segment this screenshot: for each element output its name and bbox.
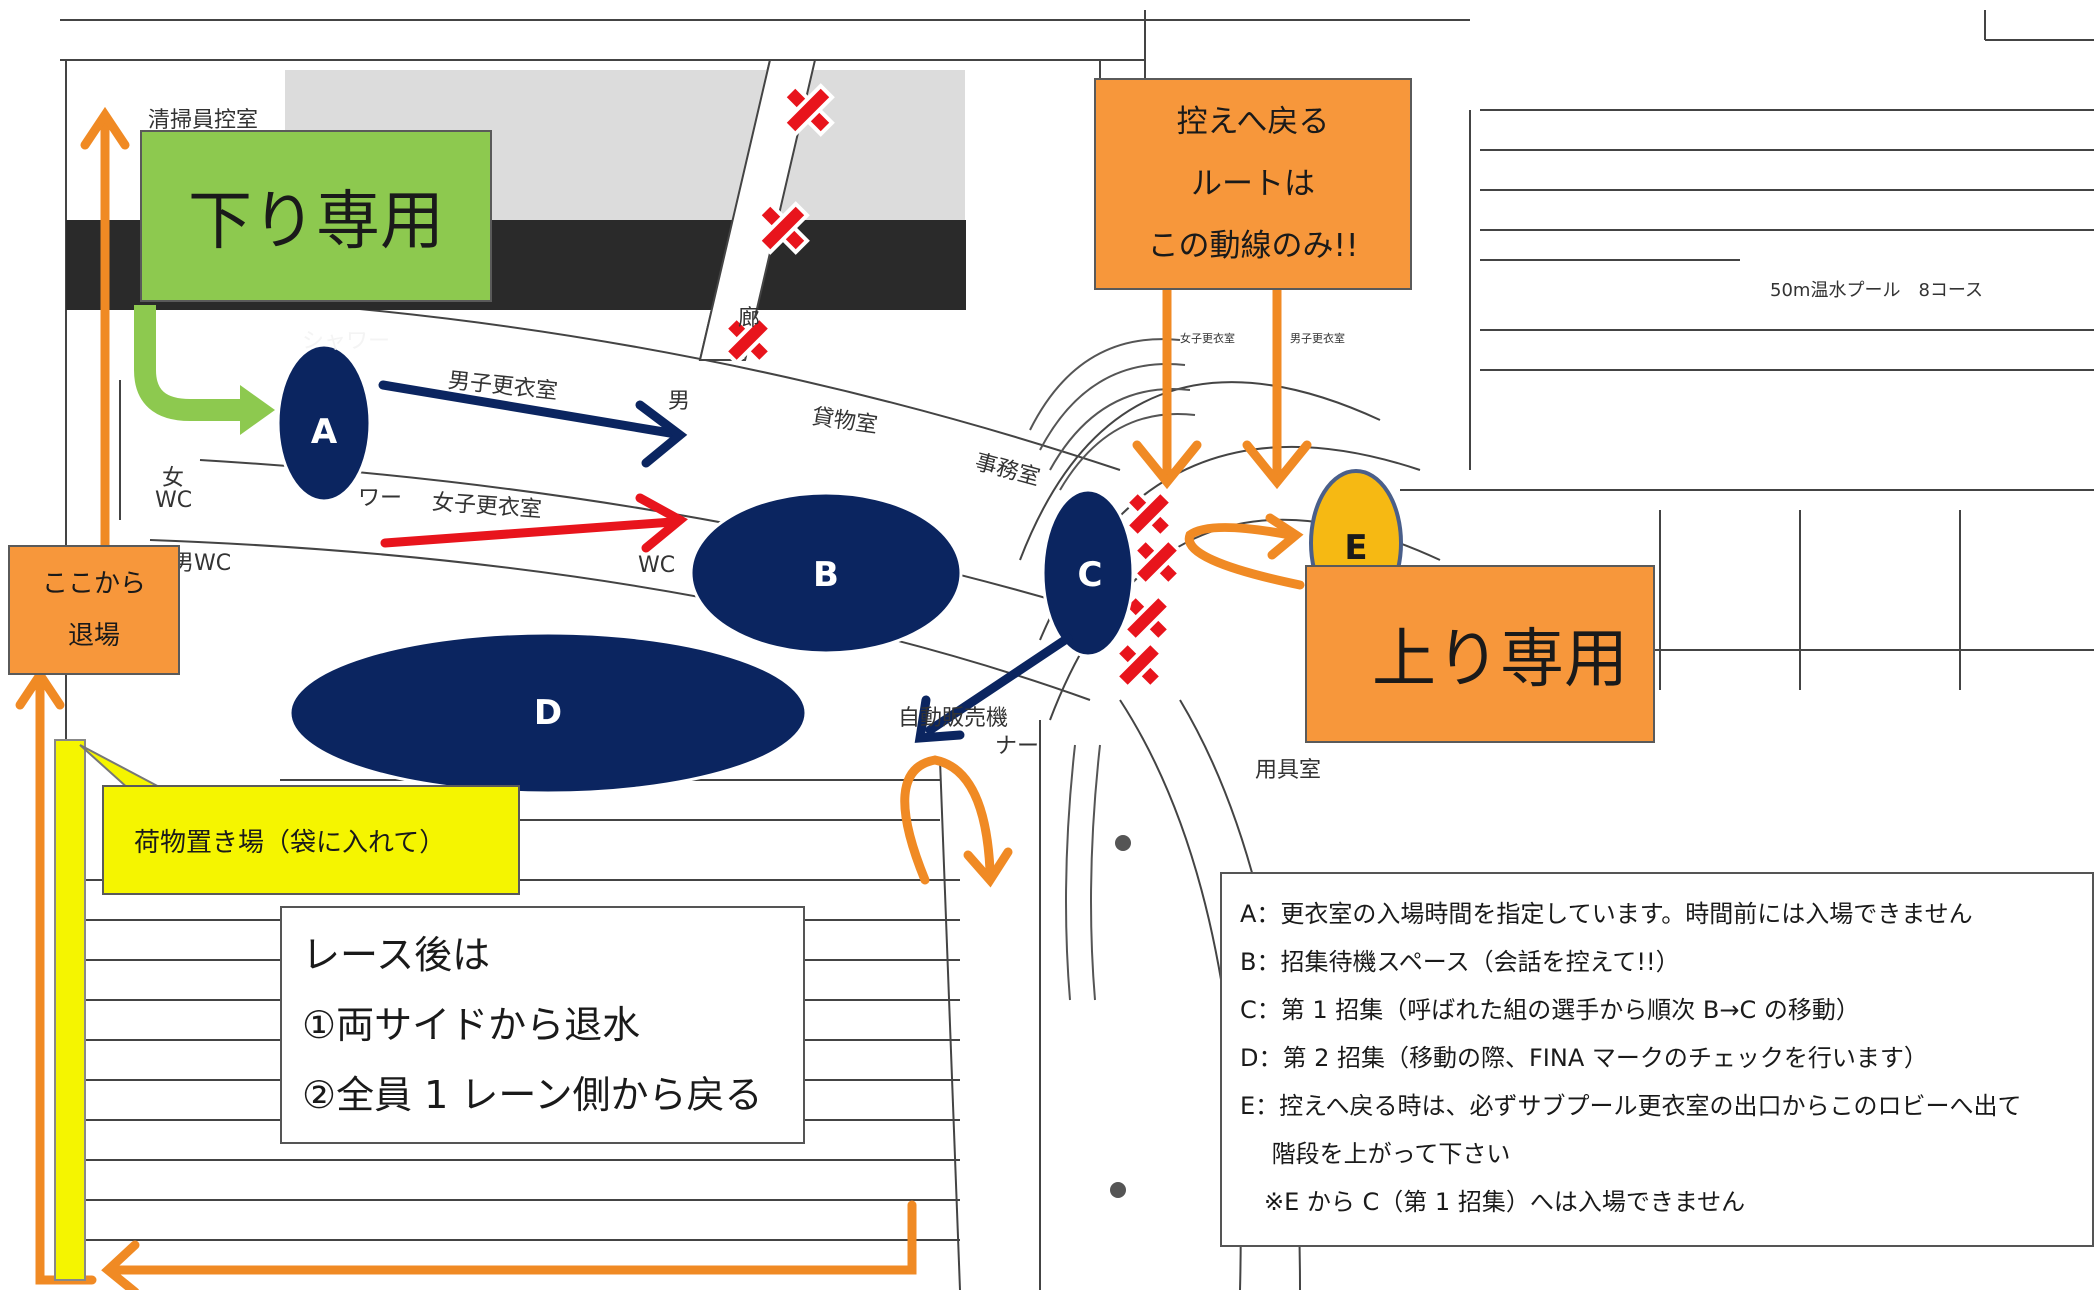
zone-d <box>288 631 808 795</box>
exit-here-box: ここから 退場 <box>8 545 180 675</box>
corridor <box>698 59 817 361</box>
label-mens-wc-left: 男WC <box>172 551 232 576</box>
return-route-line-3: この動線のみ!! <box>1147 228 1359 264</box>
after-race-line-3: ②全員 1 レーン側から戻る <box>302 1073 763 1117</box>
no-entry-marks <box>722 83 1183 691</box>
label-womens-wc-a: 女 <box>162 466 185 491</box>
zone-a-label: A <box>310 412 338 452</box>
exit-here-line-1: ここから <box>41 569 146 599</box>
zone-a <box>276 343 372 503</box>
red-arrow <box>380 493 688 553</box>
legend-box: A：更衣室の入場時間を指定しています。時間前には入場できません B：招集待機スペ… <box>1220 872 2094 1247</box>
luggage-pointer <box>79 744 166 791</box>
label-wc-small: WC <box>638 553 676 578</box>
zone-d-label: D <box>533 693 563 733</box>
legend-e: E：控えへ戻る時は、必ずサブプール更衣室の出口からこのロビーへ出て <box>1240 1092 2022 1120</box>
return-route-line-2: ルートは <box>1191 166 1315 202</box>
down-only-label: 下り専用 <box>188 185 444 259</box>
zone-e-label: E <box>1344 528 1368 568</box>
zone-c-label: C <box>1077 555 1103 595</box>
label-womens-wc-b: WC <box>155 488 193 513</box>
exit-here-line-2: 退場 <box>67 621 120 651</box>
after-race-line-1: レース後は <box>302 933 491 977</box>
legend-d: D：第 2 招集（移動の際、FINA マークのチェックを行います） <box>1240 1044 1928 1072</box>
label-small-a: 女子更衣室 <box>1180 332 1235 345</box>
return-route-box: 控えへ戻る ルートは この動線のみ!! <box>1094 78 1412 290</box>
navy-arrows <box>378 380 1073 743</box>
after-race-line-2: ①両サイドから退水 <box>302 1003 641 1047</box>
label-shower-left: ワー <box>358 486 403 511</box>
column <box>1115 835 1131 851</box>
label-mens-wc: 男 <box>668 389 691 414</box>
after-race-box: レース後は ①両サイドから退水 ②全員 1 レーン側から戻る <box>280 906 805 1144</box>
luggage-stripe <box>54 739 86 1281</box>
legend-note: ※E から C（第 1 招集）へは入場できません <box>1240 1188 1746 1216</box>
legend-e-2: 階段を上がって下さい <box>1240 1140 1511 1168</box>
label-vending-2: ナー <box>995 734 1040 759</box>
luggage-box: 荷物置き場（袋に入れて） <box>102 785 520 895</box>
label-hallway: 廊 <box>738 306 761 331</box>
label-vending: 自動販売機 <box>898 706 1009 731</box>
down-only-box: 下り専用 <box>140 130 492 302</box>
label-cleaning-supply: 用具室 <box>1255 758 1322 783</box>
legend-b: B：招集待機スペース（会話を控えて!!） <box>1240 948 1680 976</box>
luggage-label: 荷物置き場（袋に入れて） <box>134 827 446 858</box>
up-only-label: 上り専用 <box>1372 623 1628 697</box>
up-only-box: 上り専用 <box>1305 565 1655 743</box>
green-arrow <box>134 305 275 435</box>
label-cleaning-room: 清掃員控室 <box>148 108 259 133</box>
zone-b <box>689 491 963 655</box>
legend-c: C：第 1 招集（呼ばれた組の選手から順次 B→C の移動） <box>1240 996 1860 1024</box>
label-small-b: 男子更衣室 <box>1290 332 1345 345</box>
zone-c <box>1041 488 1135 658</box>
return-route-line-1: 控えへ戻る <box>1176 104 1330 140</box>
zone-b-label: B <box>813 555 839 595</box>
column <box>1110 1182 1126 1198</box>
label-shower-top: シャワー <box>302 329 391 354</box>
label-pool: 50m温水プール 8コース <box>1770 280 1983 301</box>
legend-a: A：更衣室の入場時間を指定しています。時間前には入場できません <box>1240 900 1973 928</box>
